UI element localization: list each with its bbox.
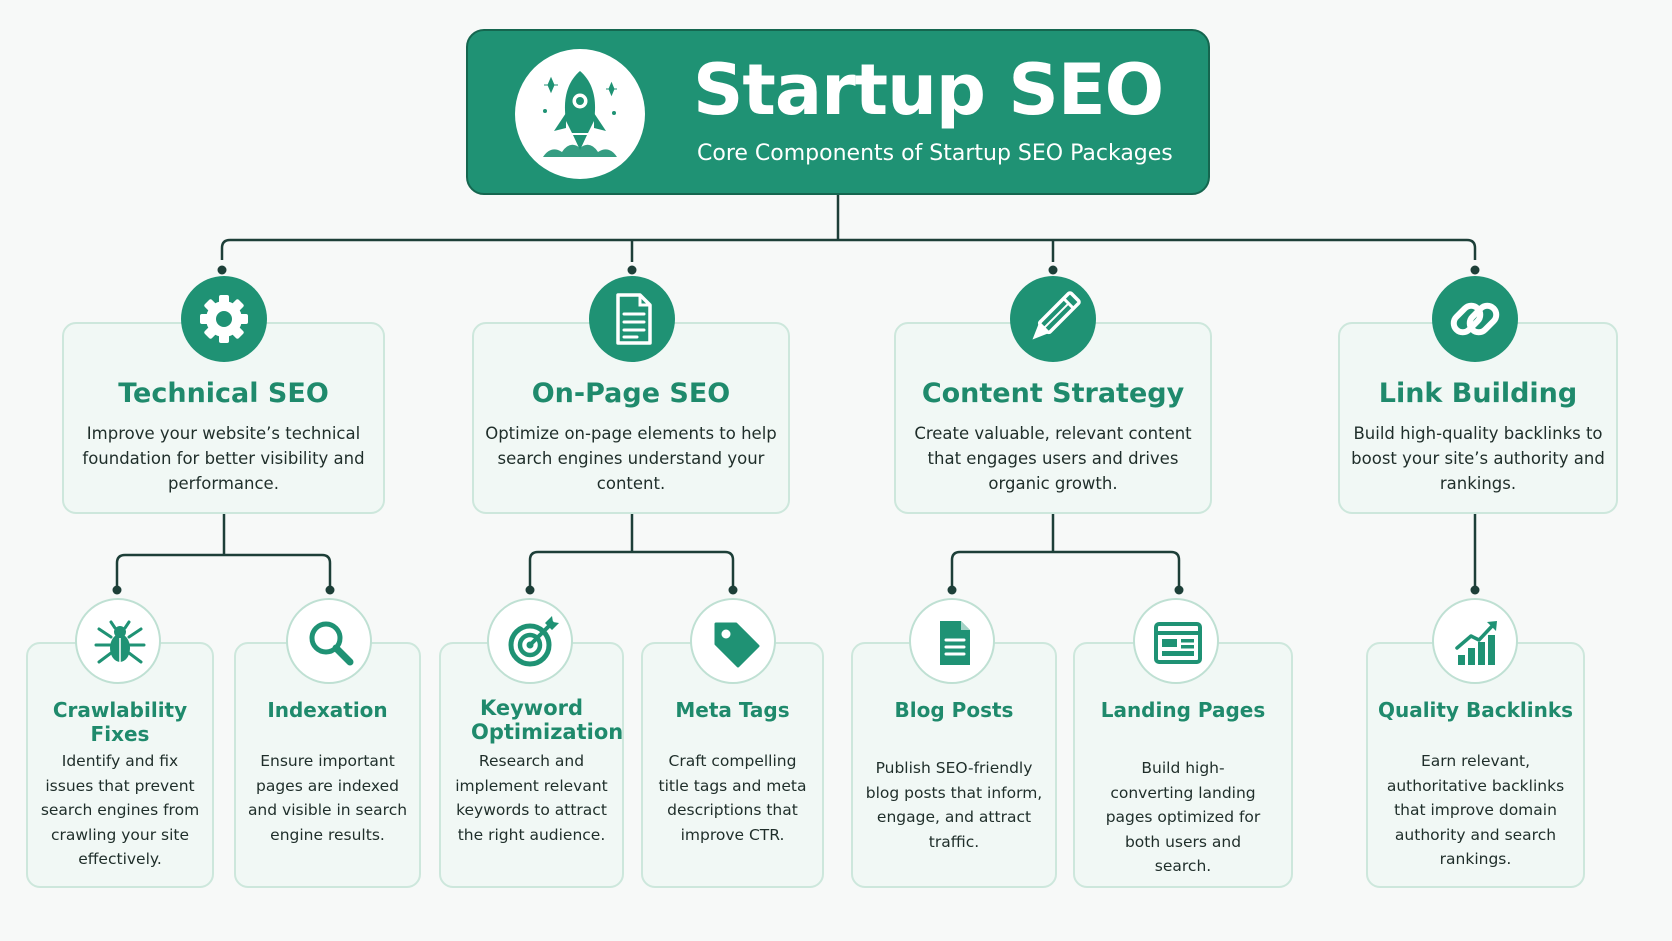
subitem-title: Quality Backlinks	[1377, 698, 1574, 722]
subitem-description: Earn relevant, authoritative backlinks t…	[1386, 752, 1565, 868]
browser-window-icon	[1133, 598, 1219, 684]
subitem-description: Craft compelling title tags and meta des…	[658, 752, 807, 844]
target-icon	[487, 598, 573, 684]
category-title: On-Page SEO	[531, 378, 731, 409]
subitem-card-blog-posts: Blog Posts Publish SEO-friendly blog pos…	[851, 642, 1057, 888]
pencil-icon	[1010, 276, 1096, 362]
header-banner: Startup SEO Core Components of Startup S…	[466, 29, 1210, 195]
subitem-description: Build high-converting landing pages opti…	[1105, 759, 1261, 875]
subitem-description: Research and implement relevant keywords…	[455, 752, 608, 844]
subitem-title: Meta Tags	[675, 698, 790, 722]
subitem-card-landing-pages: Landing Pages Build high-converting land…	[1073, 642, 1293, 888]
document-icon	[589, 276, 675, 362]
subitem-title: Landing Pages	[1100, 698, 1266, 722]
subitem-card-keyword-optimization: Keyword Optimization Research and implem…	[439, 642, 624, 888]
subitem-title: Keyword Optimization	[471, 696, 624, 744]
link-icon	[1432, 276, 1518, 362]
category-description: Improve your website’s technical foundat…	[82, 424, 365, 493]
subitem-description: Identify and fix issues that prevent sea…	[40, 752, 200, 868]
category-card-content-strategy: Content Strategy Create valuable, releva…	[894, 322, 1212, 514]
category-title: Content Strategy	[921, 378, 1185, 409]
subitem-description: Publish SEO-friendly blog posts that inf…	[865, 759, 1043, 851]
category-description: Build high-quality backlinks to boost yo…	[1351, 424, 1605, 493]
rocket-icon	[515, 49, 645, 179]
search-icon	[286, 598, 372, 684]
page-title: Startup SEO	[693, 49, 1164, 131]
gear-icon	[181, 276, 267, 362]
subitem-title: Blog Posts	[894, 698, 1014, 722]
growth-chart-icon	[1432, 598, 1518, 684]
category-description: Optimize on-page elements to help search…	[485, 424, 777, 493]
subitem-description: Ensure important pages are indexed and v…	[247, 752, 408, 844]
category-title: Link Building	[1378, 378, 1578, 409]
bug-icon	[75, 598, 161, 684]
blog-document-icon	[909, 598, 995, 684]
subitem-title: Crawlability Fixes	[52, 698, 188, 746]
page-subtitle: Core Components of Startup SEO Packages	[697, 141, 1173, 166]
tag-icon	[690, 598, 776, 684]
category-description: Create valuable, relevant content that e…	[914, 424, 1192, 493]
subitem-title: Indexation	[267, 698, 388, 722]
category-title: Technical SEO	[118, 378, 329, 409]
